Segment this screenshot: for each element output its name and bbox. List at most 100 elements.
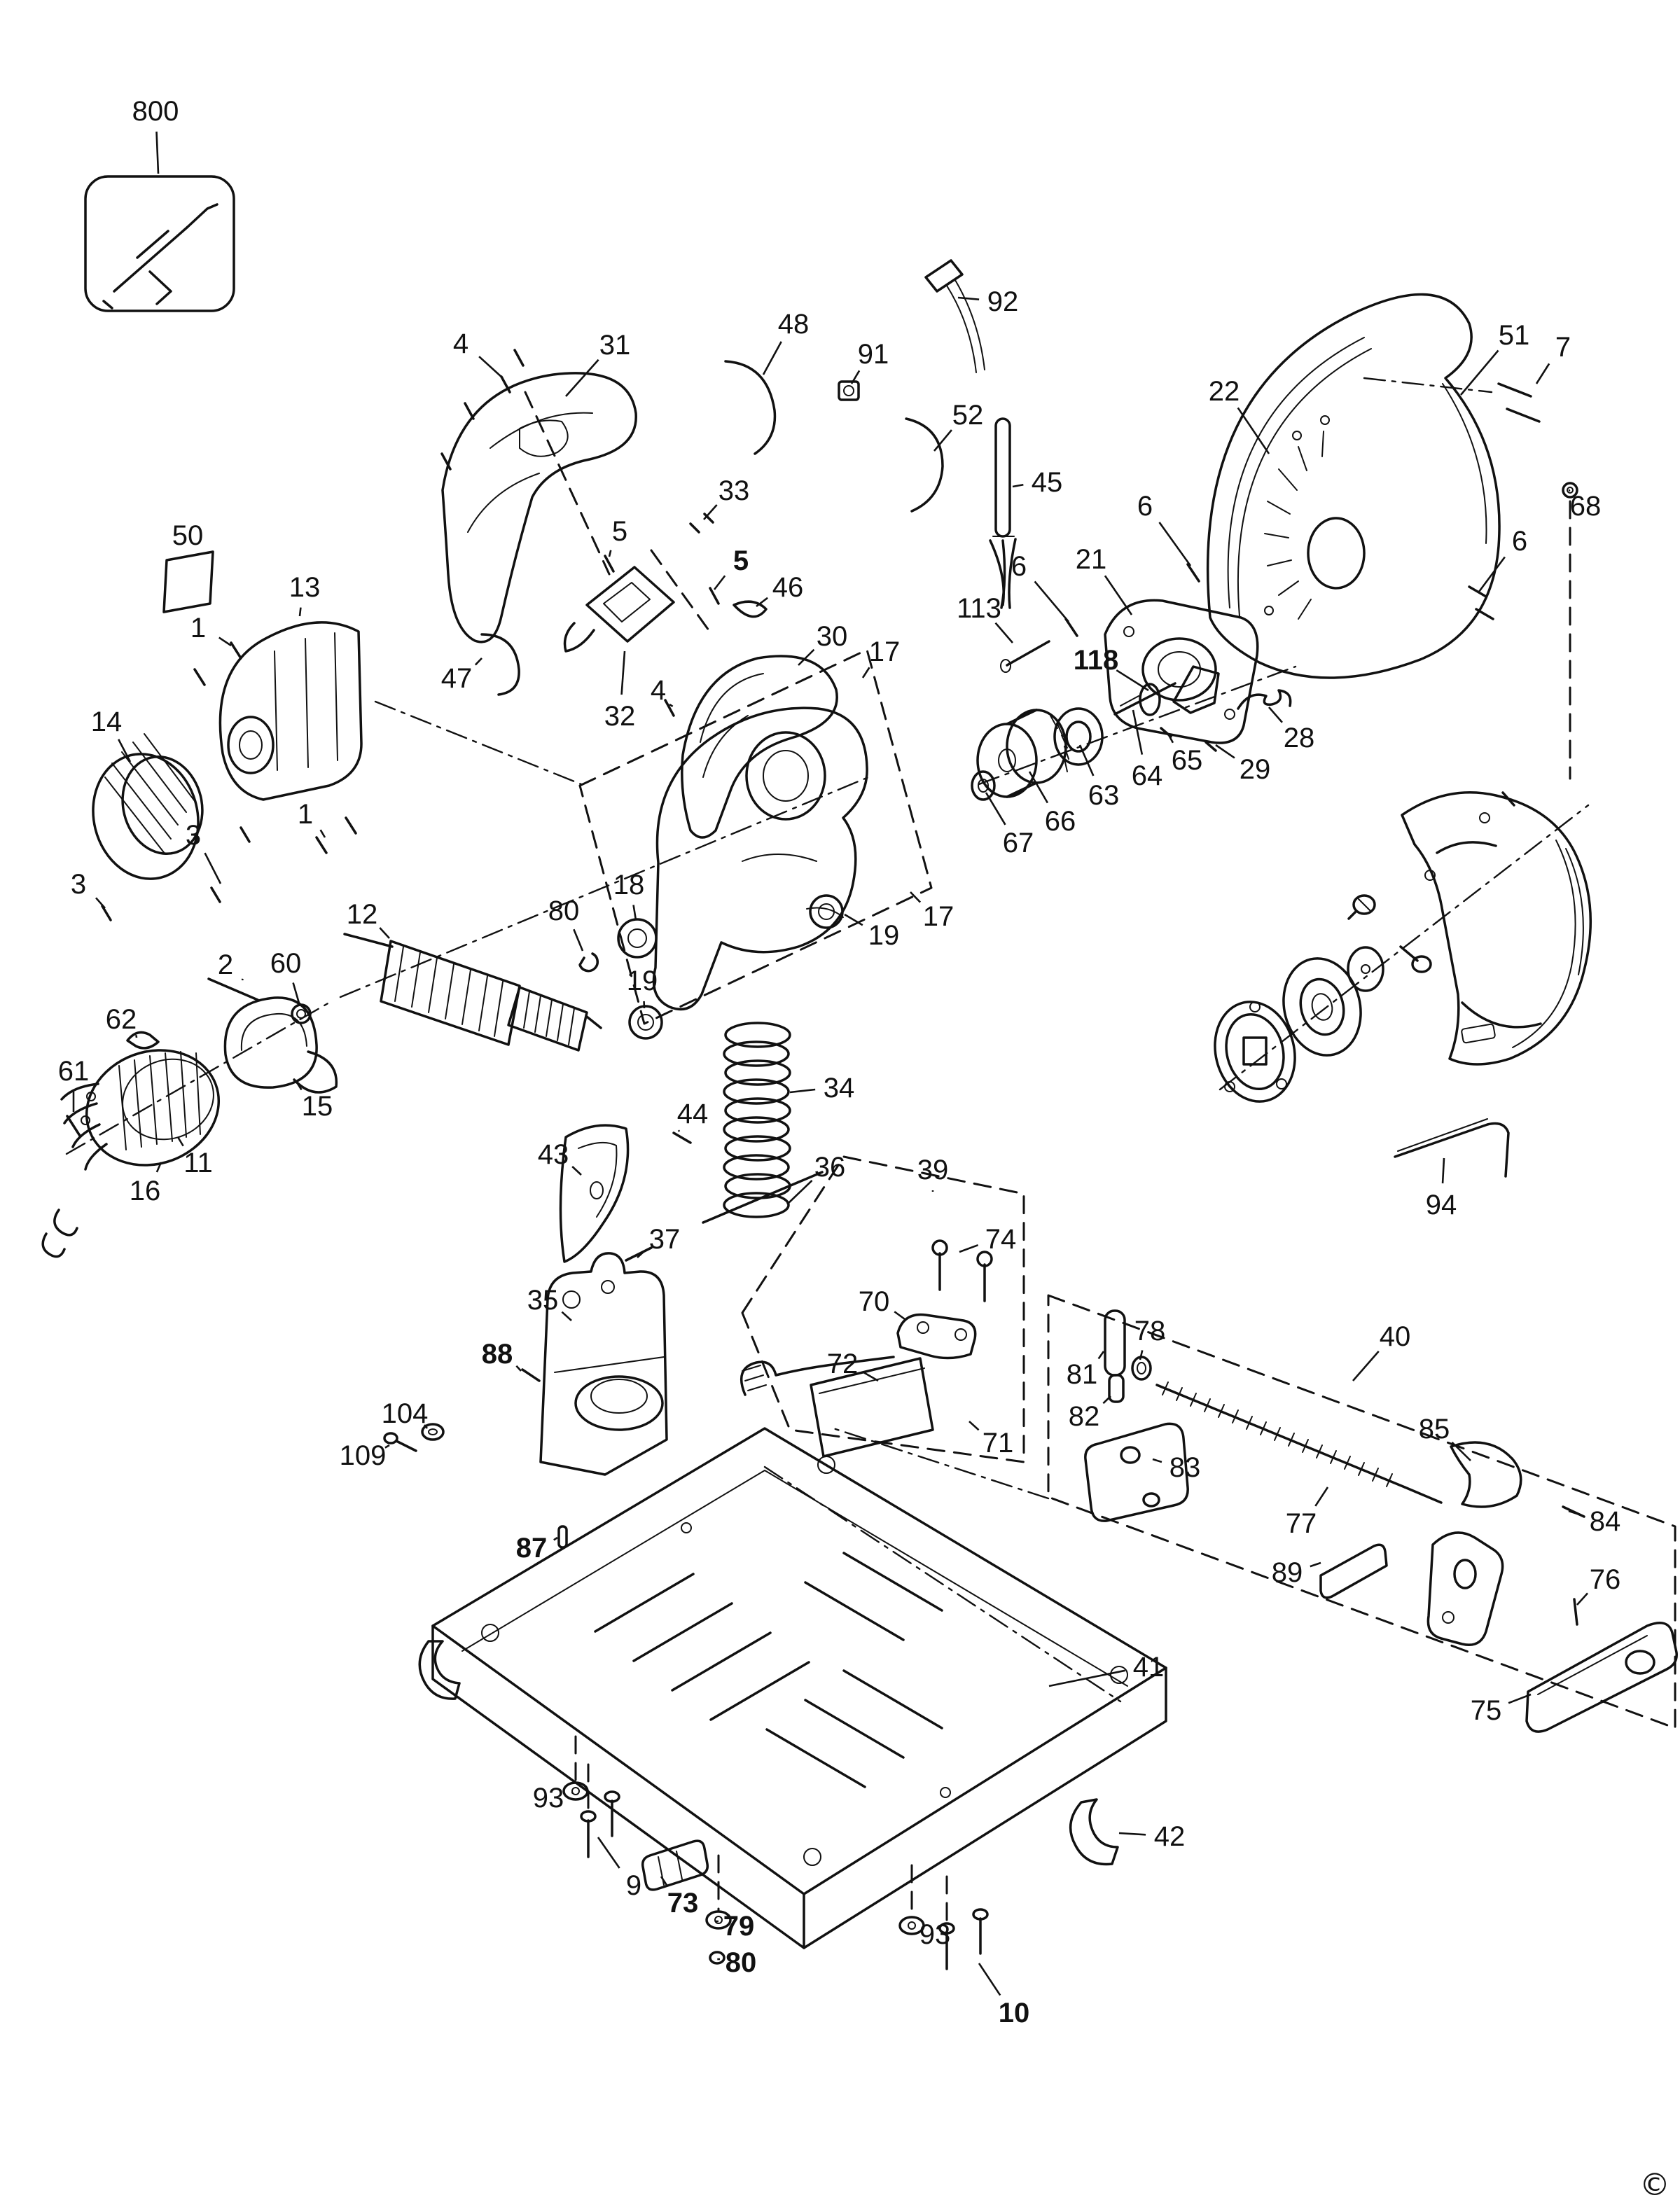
part-label-63: 63 — [1088, 780, 1120, 811]
pulley-66 — [976, 709, 1069, 798]
part-label-31: 31 — [599, 330, 631, 361]
wire-hook-a — [53, 1209, 78, 1237]
leader-line-75 — [1508, 1693, 1532, 1704]
leader-line-118 — [1116, 669, 1149, 692]
part-label-800: 800 — [132, 96, 179, 127]
part-label-84: 84 — [1590, 1506, 1621, 1537]
part-label-33: 33 — [718, 475, 750, 506]
part-label-9: 9 — [626, 1870, 641, 1901]
part-label-81: 81 — [1067, 1359, 1098, 1390]
leader-line-9 — [597, 1837, 620, 1869]
leader-line-88 — [515, 1365, 522, 1372]
screws-10 — [938, 1922, 955, 1935]
bumper-left — [418, 1640, 461, 1700]
part-label-35: 35 — [527, 1285, 559, 1316]
leader-line-6 — [1158, 522, 1192, 566]
screw-61 — [66, 1115, 81, 1137]
leader-line-6 — [1478, 556, 1506, 592]
leader-line-30 — [798, 648, 815, 666]
leader-line-6 — [1034, 580, 1069, 622]
leader-line-3 — [95, 897, 106, 909]
part-label-28: 28 — [1284, 723, 1315, 753]
part-label-41: 41 — [1133, 1652, 1165, 1683]
part-label-4: 4 — [651, 675, 666, 706]
depth-stop-group-39 — [740, 1155, 1025, 1463]
blade-flanges — [1214, 791, 1590, 1103]
cord-guard-45 — [994, 417, 1011, 538]
washer-79 — [705, 1910, 732, 1930]
leader-line-12 — [379, 927, 390, 939]
pin-37 — [625, 1246, 653, 1262]
pin-88 — [521, 1368, 541, 1382]
handle-screws-4 — [440, 452, 452, 471]
leader-line-2 — [241, 978, 244, 981]
part-label-1: 1 — [190, 613, 206, 643]
part-label-78: 78 — [1134, 1316, 1166, 1346]
part-label-71: 71 — [983, 1428, 1014, 1458]
leader-line-94 — [1441, 1157, 1445, 1184]
screw-86 — [1347, 894, 1376, 920]
screw-4b — [664, 699, 675, 717]
leader-line-11 — [176, 1136, 184, 1147]
part-label-29: 29 — [1240, 754, 1271, 785]
vice-screw-77 — [1155, 1381, 1443, 1504]
bolt-26 — [1399, 945, 1432, 973]
part-label-62: 62 — [106, 1004, 137, 1035]
part-label-6: 6 — [1512, 526, 1527, 557]
leader-line-33 — [703, 504, 718, 520]
armature-12 — [343, 933, 602, 1052]
part-label-89: 89 — [1272, 1557, 1303, 1588]
part-label-1: 1 — [298, 799, 313, 830]
leader-line-14 — [118, 739, 132, 763]
leader-line-77 — [1314, 1487, 1329, 1507]
part-label-93: 93 — [919, 1919, 951, 1950]
switch-screws-33 — [703, 513, 714, 524]
part-label-18: 18 — [613, 870, 645, 900]
part-label-17: 17 — [923, 901, 954, 932]
leader-line-3 — [204, 852, 222, 884]
part-label-47: 47 — [441, 663, 473, 694]
part-label-79: 79 — [723, 1911, 755, 1942]
base-fasteners — [562, 1735, 989, 1970]
leader-line-92 — [957, 296, 980, 300]
leader-line-68 — [1568, 489, 1571, 492]
part-label-22: 22 — [1209, 376, 1240, 407]
grease-gun-icon — [113, 225, 189, 293]
inner-guard-22 — [1401, 791, 1592, 1066]
leader-line-4 — [478, 356, 504, 379]
leader-line-63 — [1078, 744, 1095, 777]
bearing-63 — [1053, 707, 1104, 766]
axis-lines — [65, 665, 1297, 1500]
cord-plug-92 — [924, 259, 964, 293]
leader-line-76 — [1576, 1592, 1589, 1606]
field-11 — [60, 1049, 221, 1171]
leader-line-71 — [969, 1421, 980, 1431]
leader-line-64 — [1132, 709, 1144, 755]
part-label-46: 46 — [772, 572, 804, 603]
washer-93b — [898, 1916, 925, 1935]
leader-line-36 — [786, 1179, 813, 1205]
guard-vent-slots — [1264, 431, 1324, 620]
part-label-19: 19 — [627, 966, 658, 996]
part-label-36: 36 — [814, 1152, 846, 1183]
part-label-64: 64 — [1132, 760, 1163, 791]
part-label-91: 91 — [858, 339, 889, 370]
leader-line-109 — [384, 1444, 390, 1449]
pin-44 — [672, 1132, 692, 1144]
wire-52 — [905, 417, 944, 513]
screw-7a — [1497, 382, 1532, 398]
leader-line-87 — [553, 1536, 558, 1541]
motor-end-cap-14 — [92, 733, 204, 880]
part-label-82: 82 — [1069, 1401, 1100, 1432]
part-label-67: 67 — [1003, 828, 1034, 858]
screw-8 — [1501, 791, 1515, 807]
chip-guide-89 — [1319, 1543, 1388, 1599]
washer-67 — [971, 770, 996, 801]
leader-line-78 — [1139, 1350, 1144, 1360]
part-label-39: 39 — [917, 1155, 949, 1185]
base-41 — [418, 1427, 1167, 1949]
leader-line-40 — [1352, 1351, 1380, 1381]
leader-line-1 — [218, 636, 232, 647]
leader-line-28 — [1268, 706, 1283, 723]
